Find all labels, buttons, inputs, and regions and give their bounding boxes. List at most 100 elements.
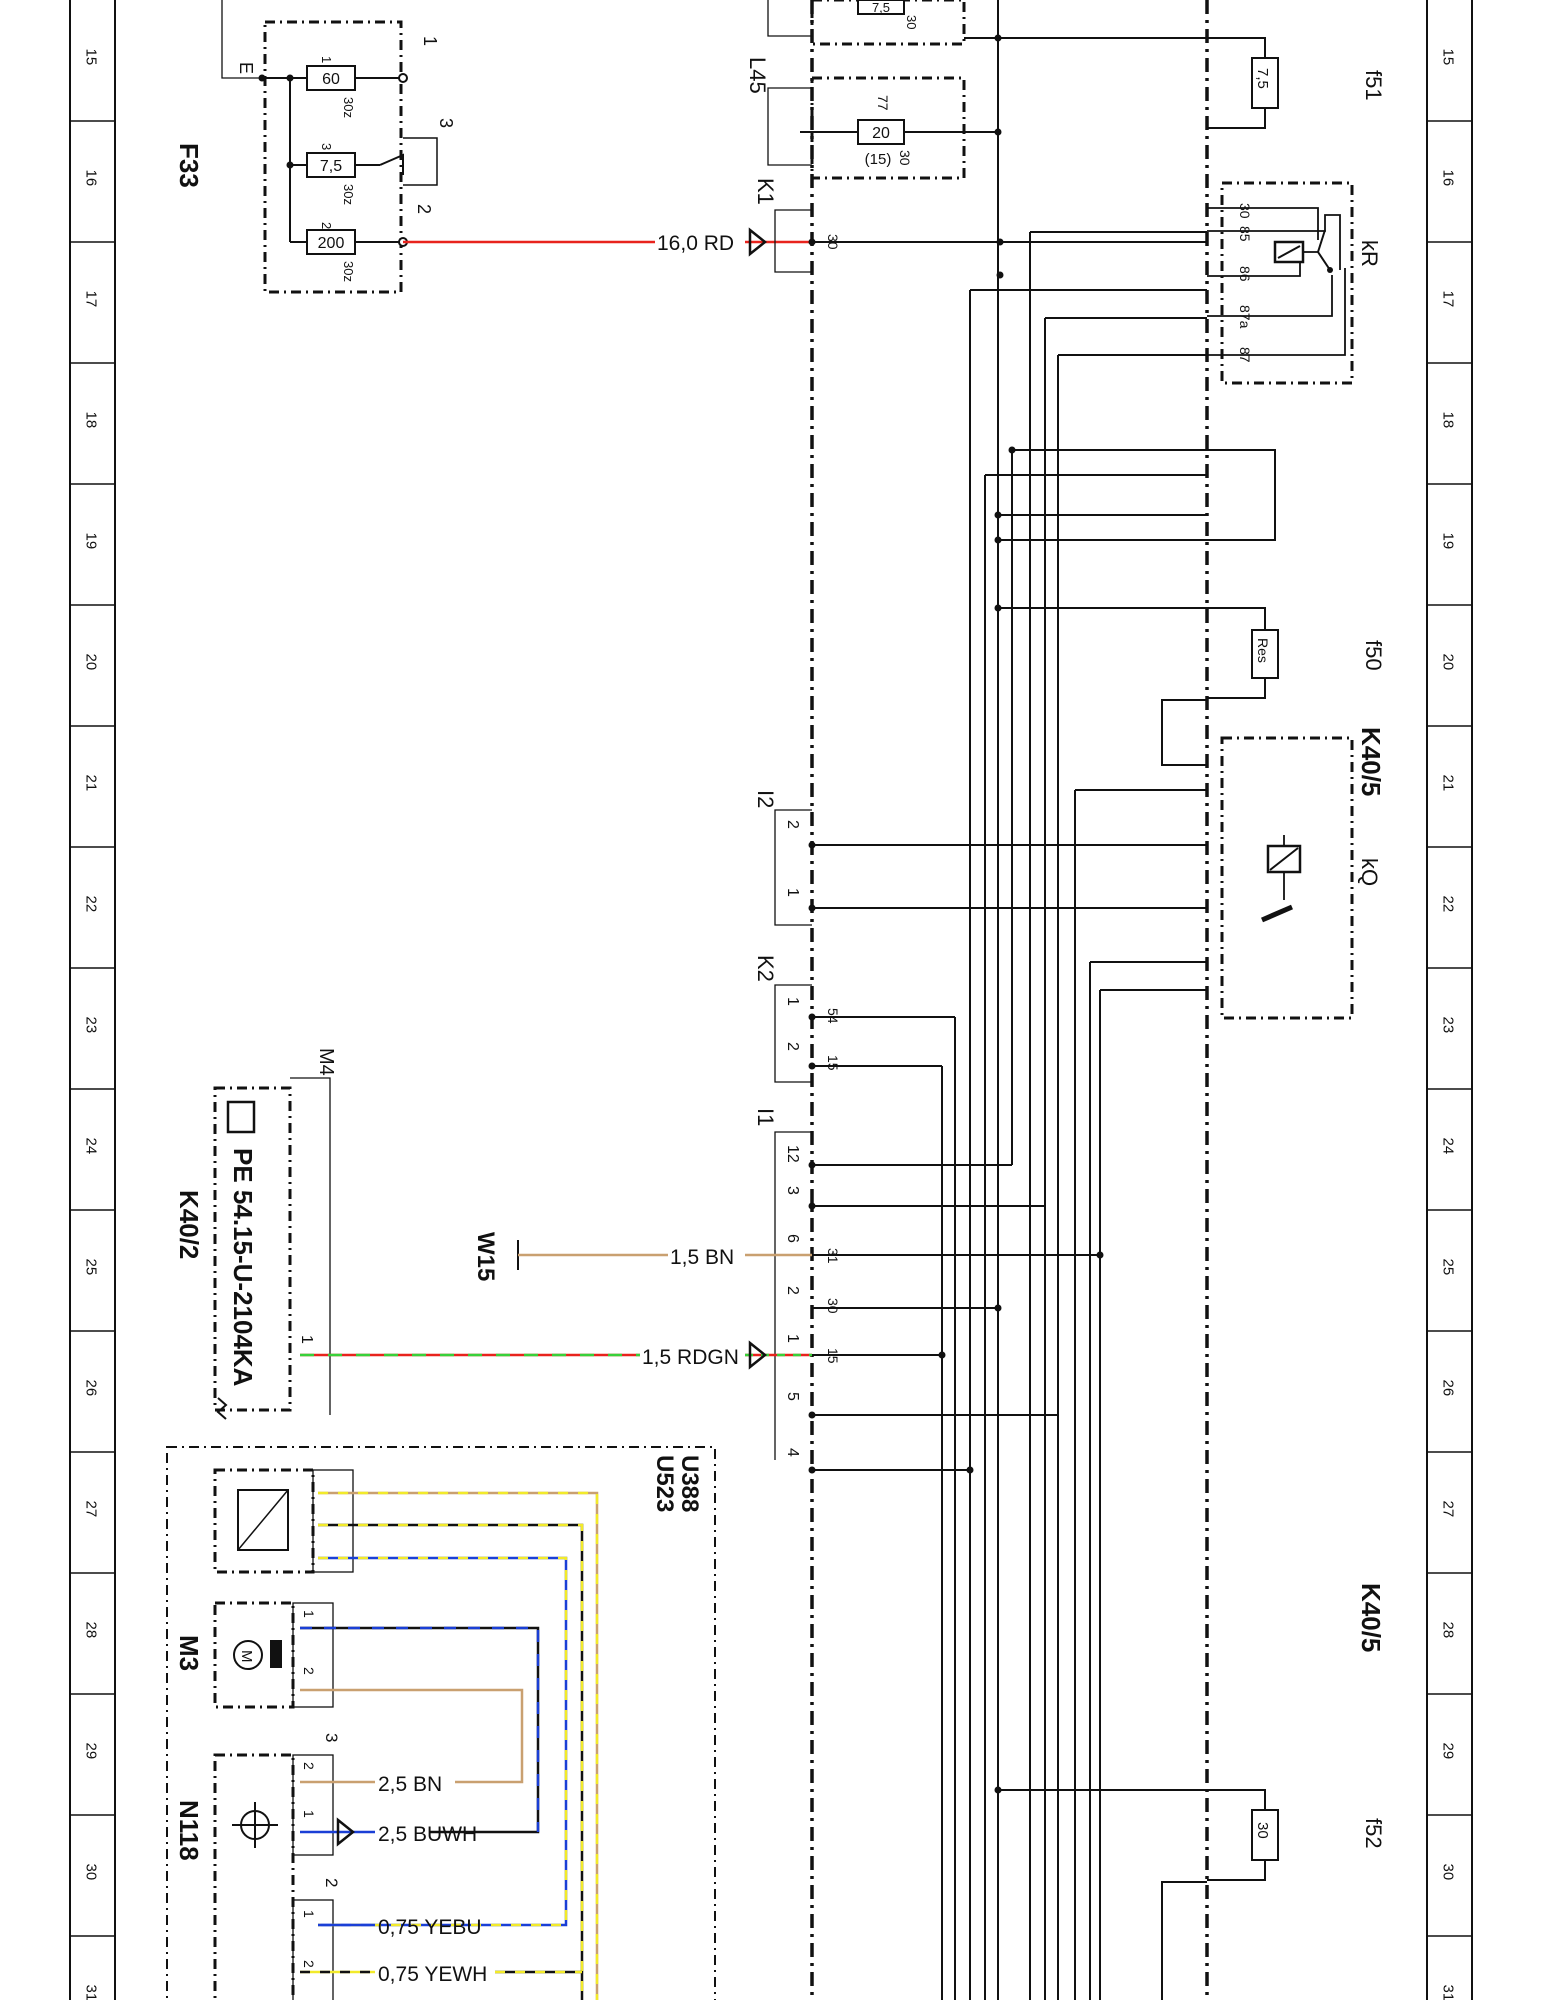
junction-dot: [808, 1466, 816, 1474]
ruler-row-number: 23: [83, 1017, 100, 1034]
fuse-7-5-value: 7,5: [320, 158, 342, 175]
b4-7-sensor: [213, 1468, 354, 1574]
svg-text:3: 3: [436, 118, 456, 128]
ruler-row-number: 19: [1440, 533, 1457, 550]
wire-16-rd: 16,0 RD: [403, 227, 810, 257]
n118-label: N118: [174, 1800, 204, 1861]
junction-dot: [808, 904, 816, 912]
u388-u523-enclosure: U388 U523: [166, 1446, 716, 2000]
ruler-row-number: 21: [83, 775, 100, 792]
svg-text:1: 1: [784, 1334, 801, 1343]
svg-text:30: 30: [1237, 203, 1253, 219]
junction-dots: [808, 34, 1104, 1794]
ruler-row-number: 17: [1440, 291, 1457, 308]
junction-dot: [994, 34, 1002, 42]
junction-dot: [994, 511, 1002, 519]
ruler-row-number: 22: [1440, 896, 1457, 913]
n118-wire-arrow: [336, 1817, 356, 1847]
svg-text:M4: M4: [315, 1048, 337, 1076]
junction-dot: [808, 238, 816, 246]
ruler-row-number: 17: [83, 291, 100, 308]
wire-075-yebu-label: 0,75 YEBU: [378, 1916, 482, 1939]
svg-text:2: 2: [301, 1762, 317, 1770]
junction-dot: [994, 128, 1002, 136]
svg-text:12: 12: [784, 1145, 801, 1163]
svg-text:5: 5: [784, 1392, 801, 1401]
svg-text:2: 2: [301, 1960, 317, 1968]
svg-text:1: 1: [420, 36, 440, 46]
ruler-row-number: 30: [1440, 1864, 1457, 1881]
page-frame: [69, 0, 1473, 2000]
k40-2-label: K40/2: [174, 1190, 204, 1259]
ruler-row-number: 16: [1440, 170, 1457, 187]
svg-text:f51: f51: [1361, 70, 1386, 101]
svg-text:I2: I2: [753, 790, 778, 808]
ruler-row-number: 25: [83, 1259, 100, 1276]
svg-text:30: 30: [1254, 1822, 1271, 1839]
junction-dot: [1096, 1251, 1104, 1259]
ruler-row-number: 19: [83, 533, 100, 550]
k40-5-label: K40/5: [1356, 727, 1386, 796]
svg-text:54: 54: [825, 1008, 841, 1024]
svg-text:2: 2: [322, 1878, 341, 1887]
ruler-row-number: 24: [83, 1138, 100, 1155]
junction-dot: [808, 1062, 816, 1070]
svg-text:1: 1: [301, 1810, 317, 1818]
k1-label: K1: [753, 178, 778, 205]
ruler-row-number: 26: [83, 1380, 100, 1397]
svg-text:30: 30: [825, 1298, 841, 1314]
junction-dot: [808, 1161, 816, 1169]
junction-dot: [808, 841, 816, 849]
ruler-row-number: 30: [83, 1864, 100, 1881]
svg-text:30z: 30z: [341, 261, 356, 282]
junction-dot: [994, 604, 1002, 612]
svg-text:6: 6: [784, 1234, 801, 1243]
ruler-row-number: 28: [83, 1622, 100, 1639]
f52-fuse: 30 f52: [1161, 1789, 1386, 2000]
svg-text:31: 31: [825, 1248, 841, 1264]
svg-text:16,0 RD: 16,0 RD: [657, 232, 734, 255]
i2-connector: I2 2 1: [753, 790, 812, 926]
svg-text:77: 77: [875, 95, 891, 111]
ruler-row-number: 16: [83, 170, 100, 187]
junction-dot: [808, 1013, 816, 1021]
svg-text:1: 1: [301, 1610, 317, 1618]
ruler-row-number: 20: [1440, 654, 1457, 671]
svg-text:2: 2: [414, 204, 434, 214]
svg-text:2: 2: [784, 820, 801, 829]
f33-e-label: E: [236, 62, 256, 74]
junction-dot: [994, 1304, 1002, 1312]
ruler-row-number: 18: [1440, 412, 1457, 429]
svg-text:30z: 30z: [341, 184, 356, 205]
fuse-60: [306, 65, 356, 91]
ruler-row-number: 31: [1440, 1985, 1457, 2000]
ruler-row-number: 15: [1440, 49, 1457, 66]
ruler-row-number: 15: [83, 49, 100, 66]
svg-text:20: 20: [872, 125, 890, 142]
wire-15-rdgn: 1,5 RDGN: [300, 1340, 812, 1370]
f50-fuse: Res f50: [1161, 607, 1386, 766]
junction-dot: [938, 1351, 946, 1359]
ruler-row-number: 29: [1440, 1743, 1457, 1760]
junction-dot: [996, 271, 1004, 279]
svg-text:2: 2: [784, 1042, 801, 1051]
ruler-row-number: 25: [1440, 1259, 1457, 1276]
svg-text:kR: kR: [1357, 240, 1382, 267]
svg-text:(15): (15): [865, 151, 892, 168]
svg-text:U523: U523: [651, 1455, 678, 1512]
svg-text:U388: U388: [676, 1455, 703, 1512]
internal-wiring: [812, 0, 1207, 2000]
fuse-60-value: 60: [322, 71, 340, 88]
svg-text:3: 3: [784, 1186, 801, 1195]
ruler-row-number: 29: [83, 1743, 100, 1760]
svg-text:PE 54.15-U-2104KA: PE 54.15-U-2104KA: [228, 1148, 258, 1387]
wire-25-buwh-label: 2,5 BUWH: [378, 1823, 477, 1846]
ruler-row-number: 27: [83, 1501, 100, 1518]
svg-text:Res: Res: [1255, 638, 1271, 663]
n118-module: N118 3 2 1 2 1 2: [174, 1733, 341, 2000]
svg-text:30: 30: [904, 15, 919, 29]
fuse-200-value: 200: [318, 235, 345, 252]
svg-text:K2: K2: [753, 955, 778, 982]
jumper-loop: [1207, 449, 1276, 541]
